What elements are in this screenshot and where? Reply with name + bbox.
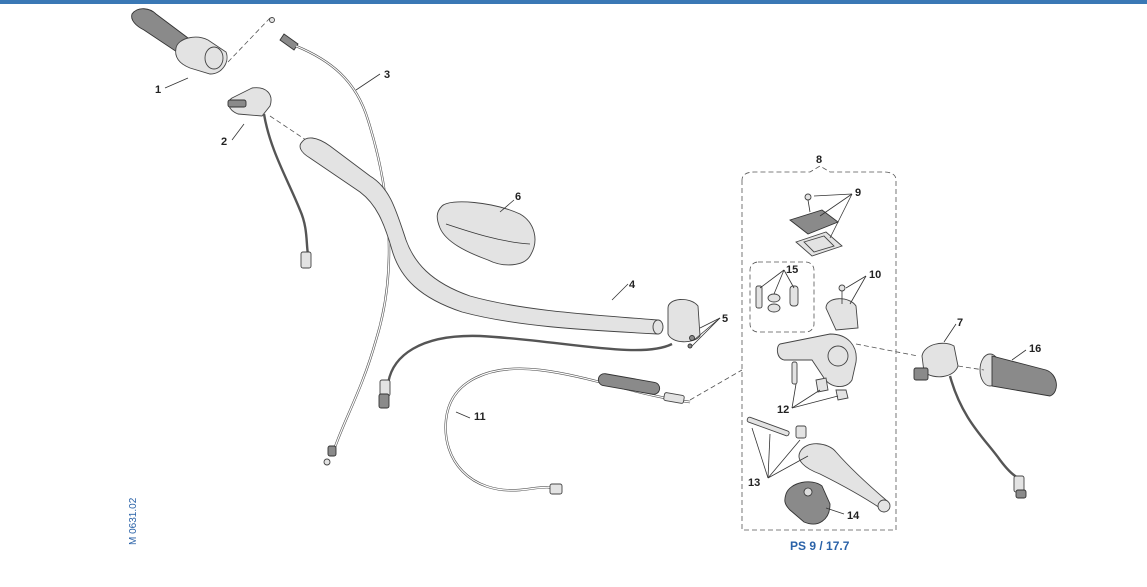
- right-switch-housing: [667, 299, 701, 349]
- top-accent-bar: [0, 0, 1147, 4]
- callout-5: 5: [722, 313, 728, 325]
- callout-16: 16: [1029, 343, 1041, 355]
- callout-7: 7: [957, 317, 963, 329]
- callout-13: 13: [748, 477, 760, 489]
- figure-reference: PS 9 / 17.7: [790, 539, 850, 553]
- master-cylinder: [776, 333, 857, 387]
- drawing-id: M 0631.02: [128, 497, 139, 545]
- kit-15-box: [749, 261, 815, 333]
- clutch-lever: [746, 416, 891, 513]
- callout-2: 2: [221, 136, 227, 148]
- throttle-grip: [131, 8, 228, 75]
- callout-8: 8: [816, 154, 822, 166]
- callout-6: 6: [515, 191, 521, 203]
- left-switch-connector: [300, 251, 312, 269]
- callout-4: 4: [629, 279, 636, 291]
- pivot-hardware: [791, 361, 849, 401]
- callout-9: 9: [855, 187, 861, 199]
- callout-10: 10: [869, 269, 881, 281]
- right-grip-housing: [913, 342, 959, 381]
- reservoir-cap: [789, 193, 843, 257]
- left-switch-housing: [227, 87, 272, 117]
- callout-15: 15: [786, 264, 798, 276]
- callout-1: 1: [155, 84, 161, 96]
- callout-12: 12: [777, 404, 789, 416]
- handlebar-pad: [436, 201, 536, 266]
- right-grip: [979, 353, 1057, 397]
- seal-kit: [755, 285, 799, 313]
- callout-14: 14: [847, 510, 860, 522]
- assembly-8-bracket: [741, 165, 897, 531]
- lever-cover: [784, 481, 831, 525]
- callout-3: 3: [384, 69, 390, 81]
- lever-clamp: [825, 284, 859, 331]
- handlebar: [299, 137, 664, 335]
- callout-11: 11: [474, 411, 486, 423]
